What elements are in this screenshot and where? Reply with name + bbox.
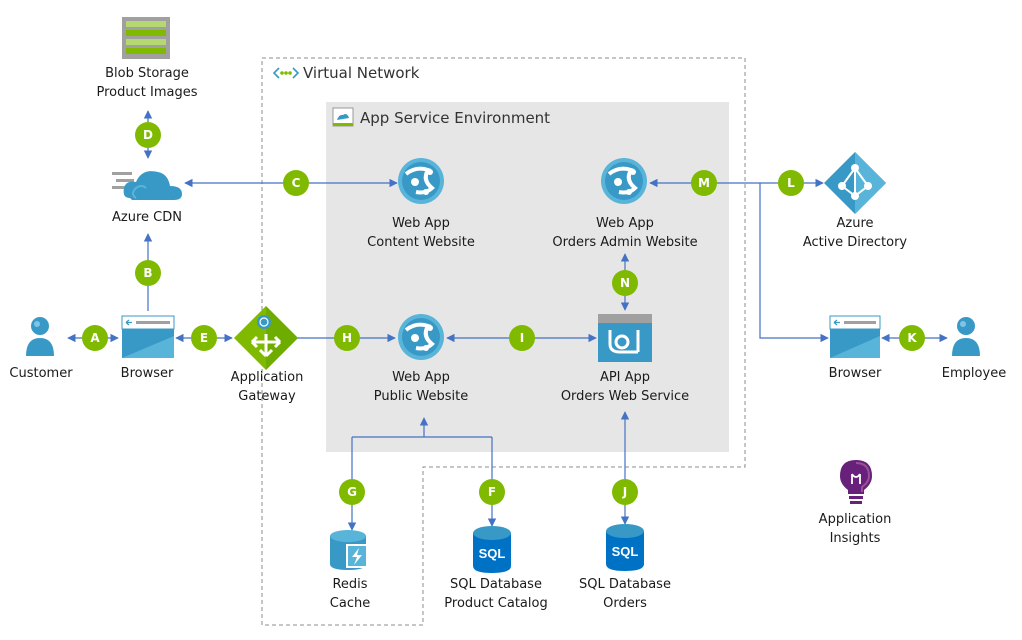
application-gateway-icon — [234, 306, 298, 370]
employee-label: Employee — [941, 366, 1007, 381]
web-app-admin-icon — [601, 158, 647, 204]
sql-database-orders-icon: SQL — [606, 524, 644, 571]
step-badge-f[interactable]: F — [479, 479, 505, 505]
step-badge-c[interactable]: C — [283, 170, 309, 196]
sql-database-catalog-icon: SQL — [473, 526, 511, 573]
step-badge-n[interactable]: N — [612, 270, 638, 296]
browser-left-label: Browser — [120, 366, 174, 381]
step-badge-d[interactable]: D — [135, 122, 161, 148]
customer-label: Customer — [9, 366, 73, 381]
app-service-environment-box — [326, 102, 729, 452]
sql-catalog-icon-text: SQL — [479, 546, 506, 561]
azure-active-directory-icon — [824, 152, 886, 214]
customer-icon — [26, 317, 54, 356]
application-insights-icon — [840, 460, 872, 504]
app-service-environment-title: App Service Environment — [360, 109, 551, 127]
blob-storage-icon — [122, 17, 170, 59]
api-app-icon — [598, 314, 652, 362]
connector-aad-browser-right — [759, 183, 829, 343]
step-badge-e[interactable]: E — [191, 325, 217, 351]
employee-icon — [952, 317, 980, 356]
web-app-public-icon — [398, 314, 444, 360]
azure-cdn-label: Azure CDN — [112, 210, 182, 225]
browser-right-label: Browser — [828, 366, 882, 381]
virtual-network-title: Virtual Network — [303, 64, 420, 82]
step-badge-h[interactable]: H — [334, 325, 360, 351]
browser-right-icon — [829, 315, 881, 358]
virtual-network-icon — [272, 67, 300, 79]
step-badge-k[interactable]: K — [899, 325, 925, 351]
step-badge-a[interactable]: A — [82, 325, 108, 351]
azure-cdn-icon — [112, 171, 182, 200]
step-badge-i[interactable]: I — [509, 325, 535, 351]
redis-cache-icon — [330, 530, 368, 570]
step-badge-g[interactable]: G — [339, 479, 365, 505]
step-badge-j[interactable]: J — [612, 479, 638, 505]
virtual-network-boundary — [261, 57, 746, 626]
step-badge-m[interactable]: M — [691, 170, 717, 196]
app-service-environment-icon — [332, 107, 354, 127]
browser-left-icon — [121, 315, 175, 358]
sql-orders-icon-text: SQL — [612, 544, 639, 559]
step-badge-b[interactable]: B — [135, 260, 161, 286]
web-app-content-icon — [398, 158, 444, 204]
step-badge-l[interactable]: L — [778, 170, 804, 196]
